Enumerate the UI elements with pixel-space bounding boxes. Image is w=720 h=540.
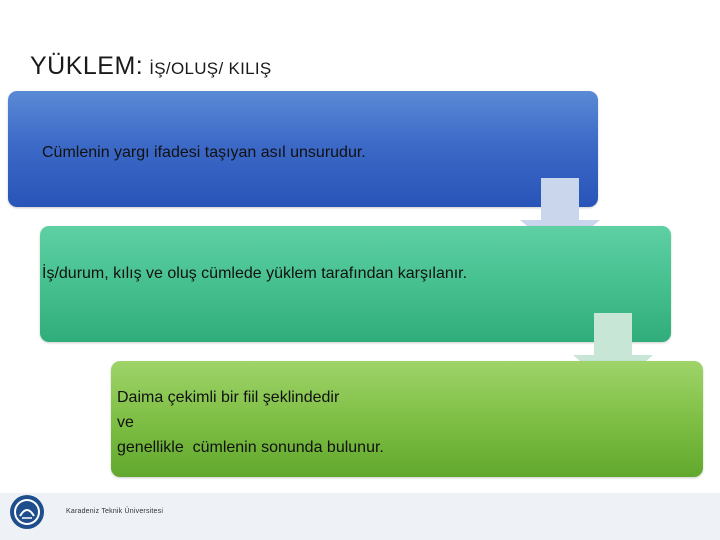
slide-title: YÜKLEM: İŞ/OLUŞ/ KILIŞ xyxy=(30,52,272,81)
step-box-3-text: Daima çekimli bir fiil şeklindedir ve ge… xyxy=(117,385,384,460)
step-box-3: Daima çekimli bir fiil şeklindedir ve ge… xyxy=(111,361,703,477)
step-box-3-line-2: ve xyxy=(117,414,134,431)
ktu-logo-icon xyxy=(10,495,44,529)
step-box-3-line-3: genellikle cümlenin sonunda bulunur. xyxy=(117,439,384,456)
step-box-1-text: Cümlenin yargı ifadesi taşıyan asıl unsu… xyxy=(42,144,366,161)
title-main: YÜKLEM: xyxy=(30,52,144,80)
step-box-2: İş/durum, kılış ve oluş cümlede yüklem t… xyxy=(40,226,671,342)
footer-bar xyxy=(0,493,720,540)
university-name: Karadeniz Teknik Üniversitesi xyxy=(66,508,164,515)
step-box-3-line-1: Daima çekimli bir fiil şeklindedir xyxy=(117,389,340,406)
title-sub: İŞ/OLUŞ/ KILIŞ xyxy=(149,59,272,78)
step-box-1: Cümlenin yargı ifadesi taşıyan asıl unsu… xyxy=(8,91,598,207)
step-box-2-text: İş/durum, kılış ve oluş cümlede yüklem t… xyxy=(42,265,468,282)
